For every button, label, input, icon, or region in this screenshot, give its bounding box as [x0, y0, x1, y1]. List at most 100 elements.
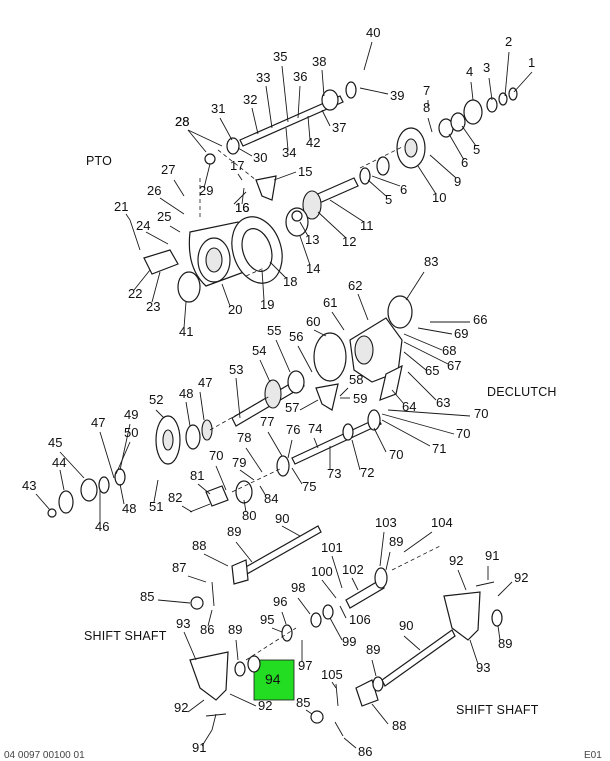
- shift-fork-93-right: [443, 591, 481, 641]
- callout-60: 60: [306, 314, 320, 329]
- guide-line-8: [391, 545, 441, 571]
- leader-line-6: [371, 175, 401, 187]
- leader-line-65: [403, 351, 427, 371]
- gear-12: [302, 190, 322, 220]
- block-88-upper: [231, 559, 249, 585]
- callout-105: 105: [321, 667, 343, 682]
- leader-line-63: [407, 371, 437, 401]
- leader-line-40: [363, 41, 373, 71]
- bolt-105: [335, 683, 339, 707]
- leader-line-13: [299, 221, 309, 237]
- leader-line-48: [185, 401, 191, 427]
- callout-63: 63: [436, 395, 450, 410]
- leader-line-17: [237, 173, 243, 181]
- ring-89-right: [372, 676, 384, 692]
- leader-line-104: [403, 531, 433, 553]
- callout-59: 59: [353, 391, 367, 406]
- callout-10: 10: [432, 190, 446, 205]
- guide-line-6: [231, 467, 283, 493]
- leader-line-47: [99, 431, 115, 479]
- callout-72: 72: [360, 465, 374, 480]
- leader-line-34: [285, 127, 289, 151]
- leader-line-106: [339, 605, 347, 619]
- callout-44: 44: [52, 455, 66, 470]
- leader-line-51: [153, 479, 159, 503]
- leader-line-81: [197, 483, 211, 495]
- callout-92-4: 92: [514, 570, 528, 585]
- callout-73: 73: [327, 466, 341, 481]
- leader-line-102: [351, 577, 359, 591]
- ring-13: [291, 210, 303, 222]
- callout-69: 69: [454, 326, 468, 341]
- callout-7: 7: [423, 83, 430, 98]
- callout-71: 71: [432, 441, 446, 456]
- leader-line-105: [331, 681, 337, 689]
- callout-67: 67: [447, 358, 461, 373]
- leader-line-99: [329, 617, 343, 641]
- callout-89-5: 89: [228, 622, 242, 637]
- leader-line-92: [497, 581, 513, 597]
- leader-line-45: [59, 451, 85, 479]
- leader-line-58: [339, 387, 349, 397]
- pin-91-right: [475, 581, 495, 587]
- leader-line-83: [405, 271, 425, 301]
- highlight-box[interactable]: [253, 659, 295, 701]
- callout-41: 41: [179, 324, 193, 339]
- guide-line-4: [245, 267, 265, 277]
- leader-line-2: [504, 51, 510, 97]
- leader-line-27: [173, 179, 185, 197]
- seal-4: [463, 99, 483, 125]
- leader-line-43: [35, 493, 51, 511]
- callout-12: 12: [342, 234, 356, 249]
- leader-line-78: [245, 447, 263, 473]
- leader-line-100: [321, 579, 337, 599]
- callout-16: 16: [235, 200, 249, 215]
- gasket-60: [313, 332, 347, 382]
- leader-line-23: [151, 271, 161, 303]
- section-label-shift-shaft-left: SHIFT SHAFT: [84, 629, 167, 643]
- leader-line-22: [133, 269, 151, 291]
- callout-96: 96: [273, 594, 287, 609]
- leader-line-57: [299, 399, 319, 411]
- callout-62: 62: [348, 278, 362, 293]
- guide-line-7: [245, 627, 297, 661]
- callout-89-4: 89: [389, 534, 403, 549]
- leader-line-55: [275, 339, 291, 373]
- leader-line-80: [243, 499, 247, 513]
- callout-95: 95: [260, 612, 274, 627]
- callout-31: 31: [211, 101, 225, 116]
- bolt-82: [189, 503, 211, 513]
- leader-line-36: [297, 85, 301, 119]
- leader-line-86: [343, 737, 357, 749]
- nut-85-lower: [310, 710, 324, 724]
- leader-line-70: [387, 409, 471, 417]
- leader-line-90: [281, 525, 301, 537]
- callout-100: 100: [311, 564, 333, 579]
- leader-line-91: [201, 729, 213, 747]
- leader-line-44: [59, 469, 65, 491]
- leader-line-21: [125, 213, 131, 221]
- leader-line-68: [403, 333, 443, 351]
- leader-line-20: [221, 283, 231, 307]
- callout-78: 78: [237, 430, 251, 445]
- pin-91-left: [205, 713, 227, 731]
- callout-101: 101: [321, 540, 343, 555]
- leader-line-25: [169, 225, 181, 233]
- callout-25: 25: [157, 209, 171, 224]
- callout-82: 82: [168, 490, 182, 505]
- block-88-lower: [355, 679, 379, 707]
- highlighted-part-94[interactable]: 94: [247, 655, 295, 701]
- leader-line-9: [429, 154, 457, 179]
- seal-45: [80, 478, 98, 502]
- guide-line-5: [209, 395, 271, 431]
- callout-85: 85: [140, 589, 154, 604]
- callout-48: 48: [179, 386, 193, 401]
- callout-80: 80: [242, 508, 256, 523]
- leader-line-70: [373, 427, 387, 453]
- spring-95: [281, 624, 293, 642]
- callout-47: 47: [198, 375, 212, 390]
- callout-49: 49: [124, 407, 138, 422]
- leader-line-29: [203, 163, 211, 189]
- footer-code: E01: [584, 750, 602, 761]
